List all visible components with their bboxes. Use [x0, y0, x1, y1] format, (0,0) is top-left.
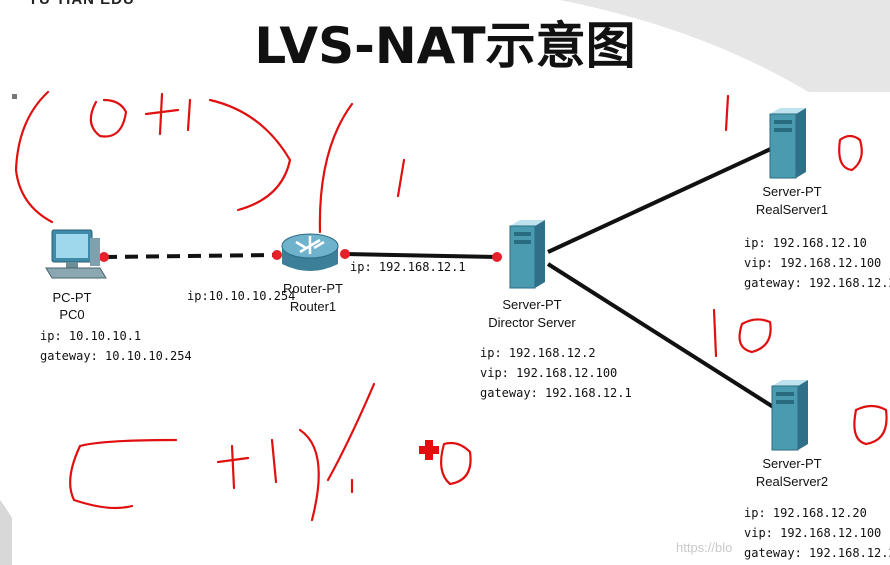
page-title: LVS-NAT示意图 [254, 17, 636, 75]
real1-gateway: gateway: 192.168.12.2 [744, 276, 890, 290]
ink-stroke [270, 438, 278, 484]
real1-vip: vip: 192.168.12.100 [744, 256, 882, 270]
ink-stroke [186, 98, 192, 132]
ink-stroke [326, 382, 376, 482]
director-name-label: Director Server [488, 315, 576, 330]
brand-logo: YU TIAN EDU [28, 0, 135, 8]
port-dot [272, 250, 282, 260]
pc0-gateway: gateway: 10.10.10.254 [40, 349, 192, 363]
link-pc-router [103, 253, 278, 259]
pc0-ip: ip: 10.10.10.1 [40, 329, 142, 343]
real2-type-label: Server-PT [762, 456, 822, 471]
ink-stroke [144, 92, 180, 136]
ink-stroke [298, 428, 320, 522]
real2-config: ip: 192.168.12.20 vip: 192.168.12.100 ga… [744, 503, 890, 563]
link-director-real2 [546, 262, 780, 412]
pc0-config: ip: 10.10.10.1 gateway: 10.10.10.254 [40, 326, 192, 366]
real1-name-label: RealServer1 [755, 202, 829, 217]
real1-config: ip: 192.168.12.10 vip: 192.168.12.100 ga… [744, 233, 890, 293]
ink-stroke [216, 444, 250, 490]
pc0-name-label: PC0 [59, 307, 85, 322]
link-router-director [344, 252, 498, 259]
ink-stroke [208, 98, 292, 212]
ink-stroke [838, 134, 863, 172]
router-icon [281, 233, 339, 271]
real2-name-label: RealServer2 [755, 474, 829, 489]
real1-type-label: Server-PT [762, 184, 822, 199]
link-director-real1 [547, 145, 776, 254]
ink-stroke [712, 308, 718, 358]
diagram-canvas [12, 92, 890, 565]
server-icon [769, 108, 806, 179]
watermark: https://blo [676, 540, 733, 555]
pc-icon [45, 229, 107, 279]
ink-stroke [14, 90, 54, 224]
port-dot [492, 252, 502, 262]
real1-ip: ip: 192.168.12.10 [744, 236, 867, 250]
handwritten-annotations [14, 90, 888, 522]
red-cross-icon [419, 440, 439, 460]
ink-stroke [853, 404, 888, 446]
director-gateway: gateway: 192.168.12.1 [480, 386, 632, 400]
director-config: ip: 192.168.12.2 vip: 192.168.12.100 gat… [480, 343, 632, 403]
router1-right-ip: ip: 192.168.12.1 [350, 260, 466, 274]
background-swoosh [560, 0, 890, 150]
real2-ip: ip: 192.168.12.20 [744, 506, 867, 520]
ink-stroke [724, 94, 730, 132]
server-icon [509, 220, 545, 289]
director-vip: vip: 192.168.12.100 [480, 366, 618, 380]
port-dot [340, 249, 350, 259]
canvas-corner-mark [12, 94, 17, 99]
ink-stroke [69, 438, 178, 510]
router1-left-ip: ip:10.10.10.254 [187, 289, 296, 303]
ink-stroke [439, 441, 472, 486]
router1-type-label: Router-PT [283, 281, 343, 296]
ink-stroke [89, 98, 128, 138]
pc0-type-label: PC-PT [52, 290, 92, 305]
port-dot [99, 252, 109, 262]
server-icon [771, 380, 808, 451]
ink-stroke [318, 102, 354, 234]
ink-stroke [396, 158, 406, 198]
director-type-label: Server-PT [502, 297, 562, 312]
router1-name-label: Router1 [289, 299, 337, 314]
director-ip: ip: 192.168.12.2 [480, 346, 596, 360]
real2-vip: vip: 192.168.12.100 [744, 526, 882, 540]
real2-gateway: gateway: 192.168.12.2 [744, 546, 890, 560]
ink-stroke [738, 318, 772, 354]
